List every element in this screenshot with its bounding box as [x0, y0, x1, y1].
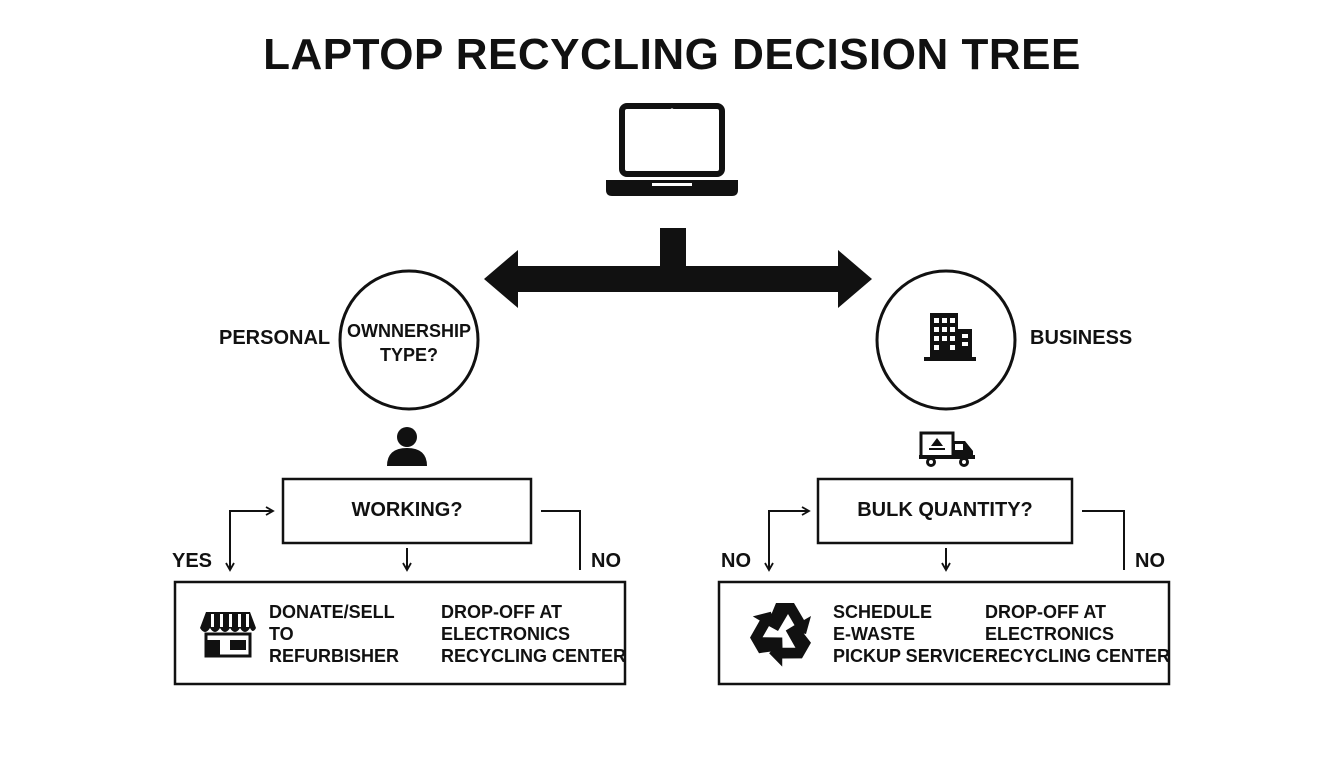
storefront-icon	[200, 612, 256, 658]
recycle-icon	[750, 603, 811, 667]
personal-no-label: NO	[591, 550, 621, 572]
personal-dropoff-outcome: DROP-OFF AT ELECTRONICS RECYCLING CENTER	[441, 602, 627, 666]
office-building-icon	[924, 313, 976, 361]
person-icon	[387, 427, 427, 466]
root-split-arrow	[484, 228, 872, 308]
recycling-truck-icon	[919, 431, 975, 467]
ownership-question-line2: TYPE?	[379, 345, 438, 365]
business-connectors	[764, 506, 1125, 572]
diagram-title: LAPTOP RECYCLING DECISION TREE	[263, 30, 1081, 79]
business-dropoff-outcome: DROP-OFF AT ELECTRONICS RECYCLING CENTER	[985, 602, 1171, 666]
personal-yes-label: YES	[172, 550, 213, 572]
working-question-text: WORKING?	[351, 499, 463, 521]
business-right-no-label: NO	[1135, 550, 1165, 572]
ewaste-pickup-outcome: SCHEDULE E-WASTE PICKUP SERVICE	[833, 602, 985, 666]
bulk-quantity-question-text: BULK QUANTITY?	[857, 499, 1033, 521]
personal-branch-label: PERSONAL	[219, 327, 331, 349]
ownership-question-node	[338, 269, 480, 411]
ownership-question-line1: OWNNERSHIP	[346, 321, 471, 341]
personal-connectors	[225, 506, 581, 572]
business-left-no-label: NO	[721, 550, 751, 572]
working-question-node	[281, 477, 533, 545]
business-branch-label: BUSINESS	[1030, 327, 1133, 349]
donate-sell-outcome: DONATE/SELL TO REFURBISHER	[269, 602, 400, 666]
ownership-question-text: OWNNERSHIP TYPE?	[340, 319, 478, 367]
bulk-quantity-question-node	[816, 477, 1074, 545]
laptop-icon	[606, 103, 738, 196]
